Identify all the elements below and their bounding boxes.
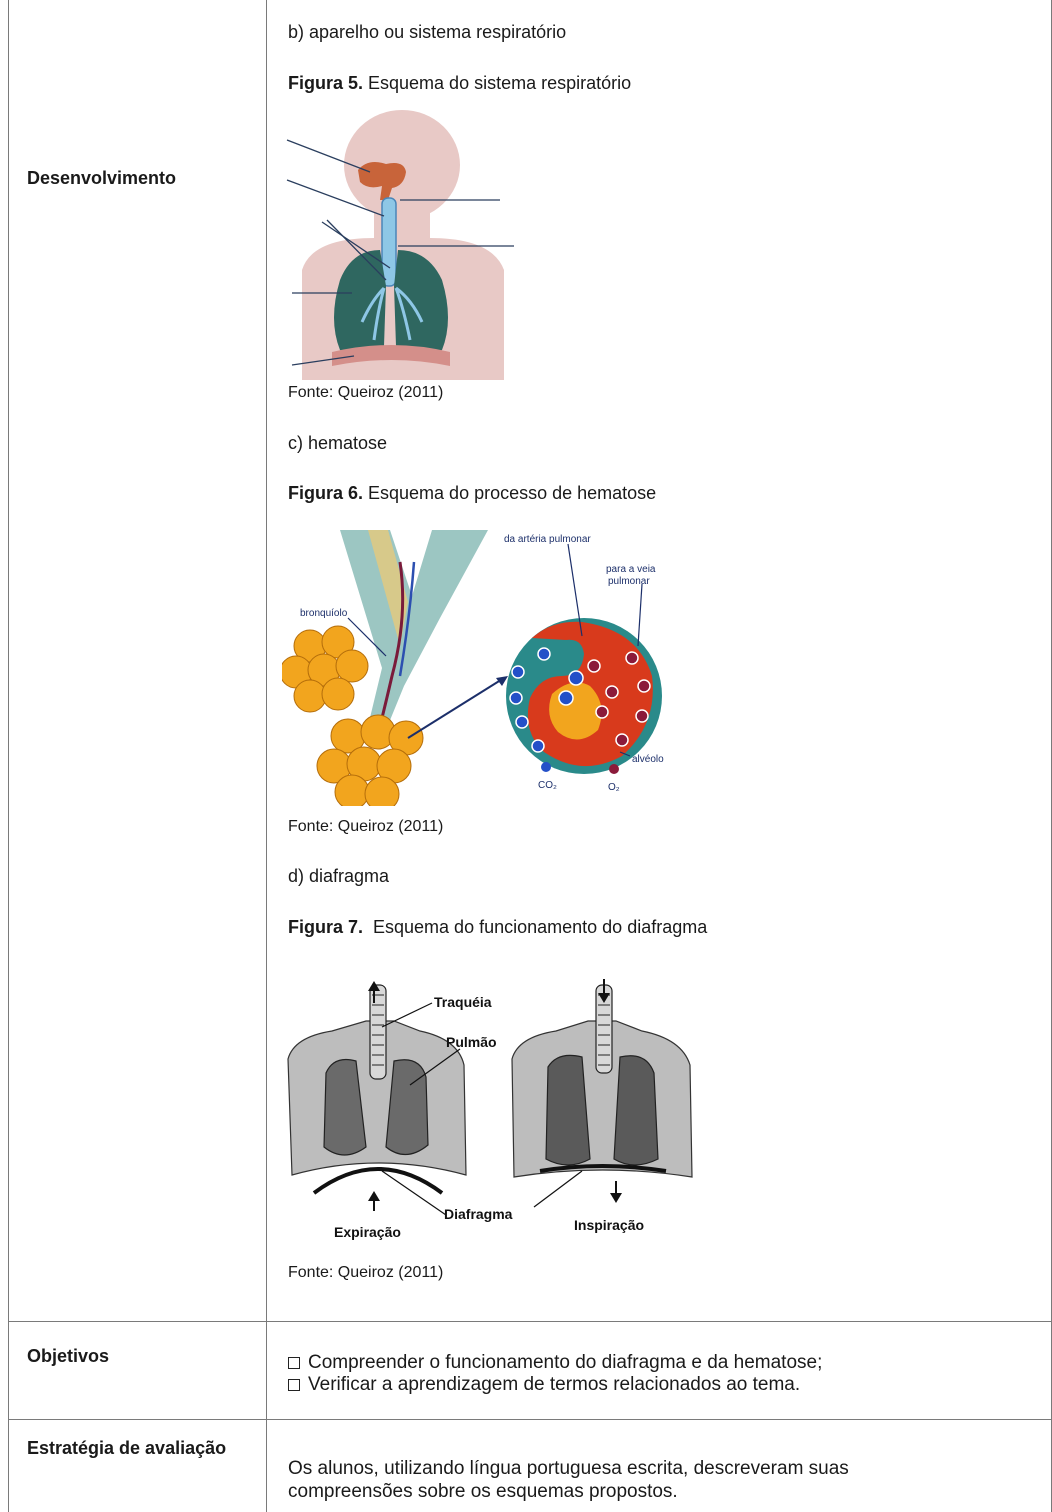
objective-item: Compreender o funcionamento do diafragma… (288, 1352, 822, 1374)
label-o2: O₂ (608, 782, 620, 793)
row-avaliacao: Estratégia de avaliação Os alunos, utili… (8, 1420, 1052, 1512)
figure-6-source: Fonte: Queiroz (2011) (288, 818, 443, 836)
figure-6-caption: Figura 6. Esquema do processo de hematos… (288, 483, 656, 504)
checkbox-icon (288, 1357, 300, 1369)
figure-5-number: Figura 5. (288, 73, 363, 93)
label-traqueia: Traquéia (434, 994, 492, 1010)
row-label-objetivos: Objetivos (27, 1346, 109, 1367)
figure-6-title: Esquema do processo de hematose (363, 483, 656, 503)
label-veia-line1: para a veia (606, 564, 656, 575)
figure-5-caption: Figura 5. Esquema do sistema respiratóri… (288, 73, 631, 94)
checkbox-icon (288, 1379, 300, 1391)
label-alveolo: alvéolo (632, 754, 664, 765)
column-divider (266, 0, 267, 1321)
label-veia-line2: pulmonar (608, 576, 650, 587)
label-inspiracao: Inspiração (574, 1217, 644, 1233)
item-d-text: d) diafragma (288, 866, 389, 887)
figure-7-source: Fonte: Queiroz (2011) (288, 1264, 443, 1282)
item-c-text: c) hematose (288, 433, 387, 454)
hematose-figure: da artéria pulmonar para a veia pulmonar… (282, 526, 674, 806)
figure-7-number: Figura 7. (288, 917, 363, 937)
objective-item: Verificar a aprendizagem de termos relac… (288, 1374, 800, 1396)
figure-5-title: Esquema do sistema respiratório (363, 73, 631, 93)
label-bronquiolo: bronquíolo (300, 608, 348, 619)
item-b-text: b) aparelho ou sistema respiratório (288, 22, 566, 43)
row-objetivos: Objetivos Compreender o funcionamento do… (8, 1322, 1052, 1420)
row-desenvolvimento: Desenvolvimento b) aparelho ou sistema r… (8, 0, 1052, 1322)
label-arteria-pulmonar: da artéria pulmonar (504, 534, 591, 545)
diaphragm-figure: Traquéia Pulmão Diafragma Expiração Insp… (282, 975, 732, 1250)
respiratory-system-figure (282, 110, 522, 380)
column-divider (266, 1322, 267, 1419)
label-diafragma: Diafragma (444, 1206, 513, 1222)
avaliacao-text-line-2: compreensões sobre os esquemas propostos… (288, 1481, 678, 1503)
figure-7-title: Esquema do funcionamento do diafragma (363, 917, 707, 937)
label-co2: CO₂ (538, 780, 557, 791)
figure-7-caption: Figura 7. Esquema do funcionamento do di… (288, 917, 707, 938)
objective-text: Compreender o funcionamento do diafragma… (308, 1352, 822, 1373)
figure-6-number: Figura 6. (288, 483, 363, 503)
lesson-plan-table: Desenvolvimento b) aparelho ou sistema r… (8, 0, 1052, 1512)
label-expiracao: Expiração (334, 1224, 401, 1240)
label-pulmao: Pulmão (446, 1034, 497, 1050)
figure-5-source: Fonte: Queiroz (2011) (288, 384, 443, 402)
row-label-desenvolvimento: Desenvolvimento (27, 168, 176, 189)
row-label-avaliacao: Estratégia de avaliação (27, 1438, 226, 1459)
avaliacao-text-line-1: Os alunos, utilizando língua portuguesa … (288, 1458, 849, 1480)
objective-text: Verificar a aprendizagem de termos relac… (308, 1374, 800, 1395)
column-divider (266, 1420, 267, 1512)
